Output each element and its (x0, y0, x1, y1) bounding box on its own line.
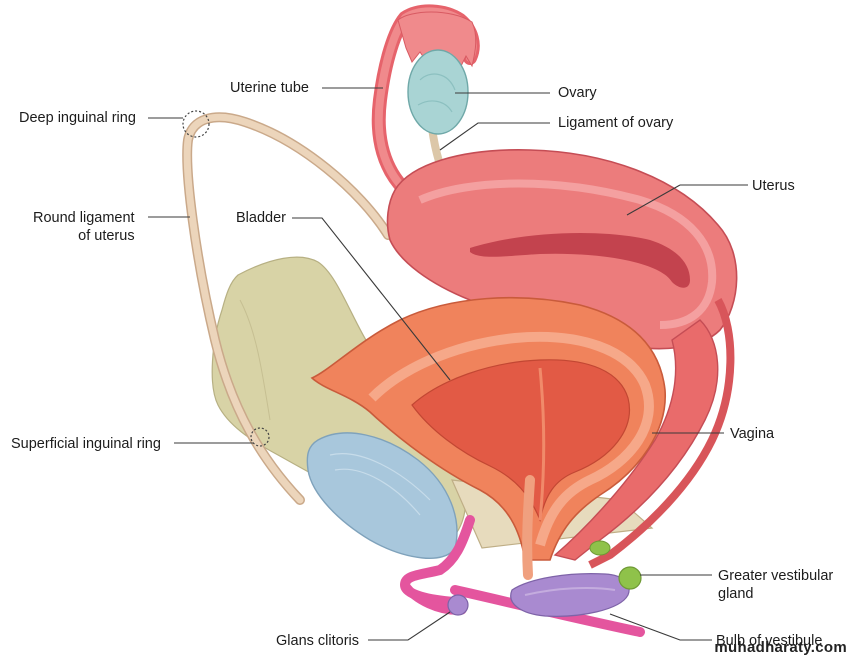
uterine-cavity (470, 233, 690, 288)
label-ovary: Ovary (558, 85, 597, 101)
label-bulb-of-vestibule: Bulb of vestibule (716, 633, 823, 649)
ovary (407, 49, 469, 135)
greater-vestibular-gland (618, 566, 642, 590)
bladder-lumen (411, 359, 630, 523)
label-deep-inguinal-ring: Deep inguinal ring (19, 110, 136, 126)
label-uterine-tube: Uterine tube (230, 80, 309, 96)
bulb-of-vestibule (510, 573, 630, 617)
deep-inguinal-ring (182, 110, 210, 138)
pubic-symphysis (306, 432, 458, 559)
label-round-ligament: Round ligament of uterus (33, 210, 135, 244)
label-uterus: Uterus (752, 178, 795, 194)
label-greater-vestibular-gland: Greater vestibular gland (718, 568, 834, 602)
label-superficial-inguinal-ring: Superficial inguinal ring (11, 436, 161, 452)
superficial-inguinal-ring (250, 427, 270, 447)
label-ligament-of-ovary: Ligament of ovary (558, 115, 674, 131)
label-vagina: Vagina (730, 426, 775, 442)
label-bladder: Bladder (236, 210, 286, 226)
vagina (553, 319, 719, 561)
label-glans-clitoris: Glans clitoris (276, 633, 359, 649)
urethra (522, 475, 535, 580)
watermark: muhadharaty.com (714, 639, 847, 656)
leader-lines (148, 87, 748, 641)
glans-clitoris (447, 594, 469, 616)
